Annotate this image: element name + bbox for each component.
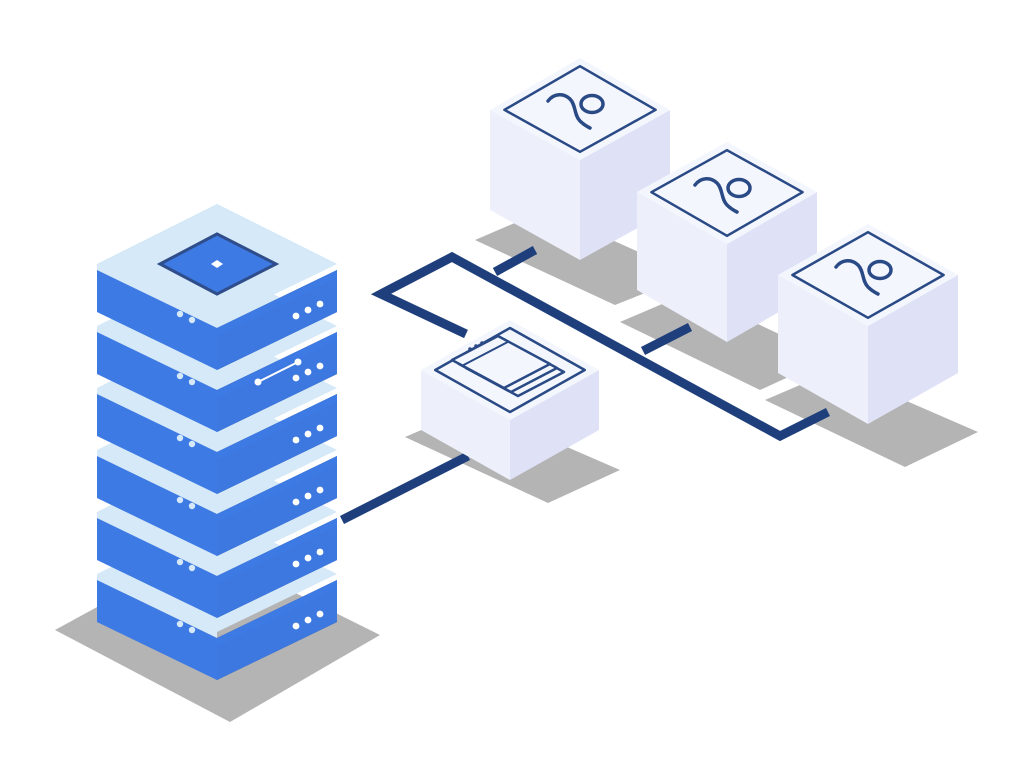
server-port-1 xyxy=(292,312,300,320)
server-led-1 xyxy=(176,420,184,428)
user-icon xyxy=(693,177,752,214)
server-unit-left-face xyxy=(97,394,217,494)
server-port-3 xyxy=(316,300,324,308)
cable-layer xyxy=(339,246,831,525)
server-unit-front-panel xyxy=(217,586,337,680)
server-unit-left-face xyxy=(97,580,217,680)
user-icon-head xyxy=(726,177,752,199)
server-unit-front-panel xyxy=(217,524,337,618)
server-led-4 xyxy=(188,378,196,386)
user-icon-body xyxy=(693,177,739,214)
server-port-1 xyxy=(292,436,300,444)
server-slider-knob-end xyxy=(294,358,302,366)
user-icon-body xyxy=(834,259,880,296)
server-port-2 xyxy=(304,554,312,562)
server-port-2 xyxy=(304,616,312,624)
server-slider-knob xyxy=(254,378,262,386)
user-icon-head xyxy=(867,259,893,281)
server-port-2 xyxy=(304,306,312,314)
server-led-3 xyxy=(176,372,184,380)
server-led-2 xyxy=(188,612,196,620)
server-unit-left-face xyxy=(97,518,217,618)
server-port-3 xyxy=(316,486,324,494)
server-led-1 xyxy=(176,482,184,490)
server-stack xyxy=(97,204,337,680)
browser-dot-3 xyxy=(480,341,484,345)
user-icon-head xyxy=(579,93,605,115)
server-led-3 xyxy=(176,310,184,318)
server-port-1 xyxy=(292,498,300,506)
server-led-1 xyxy=(176,358,184,366)
client-2-shadow xyxy=(620,292,830,390)
client-cube-1 xyxy=(490,58,670,260)
server-led-2 xyxy=(188,426,196,434)
server-port-1 xyxy=(292,560,300,568)
server-slider-line xyxy=(257,361,299,383)
client-cube-3-left-face xyxy=(778,275,868,424)
client-cube-3-top-panel xyxy=(791,230,945,320)
server-port-1 xyxy=(292,374,300,382)
client-cube-2 xyxy=(637,142,817,342)
server-unit-front-panel xyxy=(217,400,337,494)
server-port-2 xyxy=(304,430,312,438)
server-led-4 xyxy=(188,316,196,324)
client-cube-1-top-panel xyxy=(503,64,657,154)
server-unit-left-face xyxy=(97,270,217,370)
client-cube-3 xyxy=(778,224,958,424)
server-port-3 xyxy=(316,548,324,556)
server-unit-front-panel xyxy=(217,338,337,432)
client-cube-3-right-face xyxy=(868,275,958,424)
server-led-1 xyxy=(176,606,184,614)
server-led-3 xyxy=(176,558,184,566)
client-cube-2-top-panel xyxy=(650,148,804,238)
gateway-cube-right-face xyxy=(510,370,599,480)
user-icon xyxy=(834,259,893,296)
browser-dot-2 xyxy=(474,344,478,348)
cable-branch-client-1 xyxy=(492,246,538,276)
server-led-4 xyxy=(188,502,196,510)
user-icon-body xyxy=(546,93,592,130)
server-led-2 xyxy=(188,488,196,496)
user-icon xyxy=(546,93,605,130)
server-top-cap xyxy=(97,204,337,322)
server-led-3 xyxy=(176,496,184,504)
cable-branch-client-2 xyxy=(640,322,693,356)
server-led-2 xyxy=(188,550,196,558)
server-port-3 xyxy=(316,424,324,432)
server-led-4 xyxy=(188,440,196,448)
browser-dot-1 xyxy=(468,347,472,351)
server-led-4 xyxy=(188,564,196,572)
browser-window-icon xyxy=(450,334,566,398)
client-cube-2-right-face xyxy=(727,192,817,342)
server-led-3 xyxy=(176,434,184,442)
server-unit-front-panel xyxy=(217,462,337,556)
server-led-3 xyxy=(176,620,184,628)
server-port-2 xyxy=(304,492,312,500)
gateway-cube xyxy=(421,320,599,480)
server-port-2 xyxy=(304,368,312,376)
gateway-cube-left-face xyxy=(421,370,510,480)
server-led-4 xyxy=(188,626,196,634)
server-port-3 xyxy=(316,362,324,370)
client-cube-2-left-face xyxy=(637,192,727,342)
server-port-3 xyxy=(316,610,324,618)
cable-server-gateway xyxy=(339,451,471,525)
server-led-2 xyxy=(188,364,196,372)
cable-gateway-bus xyxy=(370,251,831,442)
server-top-led xyxy=(211,260,223,268)
browser-window-front-titlebar xyxy=(461,340,509,367)
server-unit-left-face xyxy=(97,456,217,556)
server-unit-front-panel xyxy=(217,276,337,370)
cube-layer xyxy=(421,58,958,480)
server-unit-left-face xyxy=(97,332,217,432)
server-port-1 xyxy=(292,622,300,630)
server-led-1 xyxy=(176,544,184,552)
